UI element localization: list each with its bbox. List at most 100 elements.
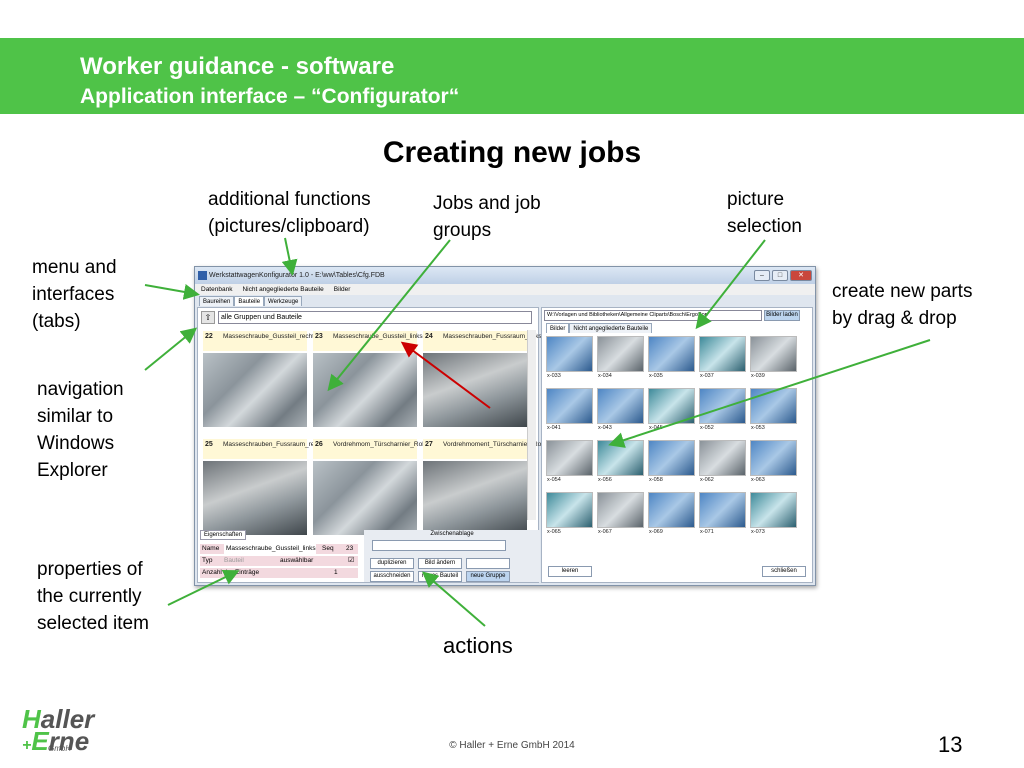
new-group-button[interactable]: neue Gruppe (466, 571, 510, 582)
load-pictures-button[interactable]: Bilder laden (764, 310, 800, 321)
picture-thumbnail[interactable]: x-045 (648, 388, 695, 432)
thumbnail-label: x-045 (649, 425, 663, 431)
thumbnail-image (648, 440, 695, 476)
picture-thumbnail[interactable]: x-039 (750, 336, 797, 380)
prop-seq-field[interactable]: 23 (346, 545, 354, 552)
picture-thumbnail[interactable]: x-073 (750, 492, 797, 536)
tab-unassigned-parts[interactable]: Nicht angegliederte Bauteile (569, 323, 653, 333)
thumbnail-label: x-054 (547, 477, 561, 483)
thumbnail-label: x-069 (649, 529, 663, 535)
thumbnail-label: x-037 (700, 373, 714, 379)
header-subtitle: Application interface – “Configurator“ (80, 85, 460, 108)
new-part-button[interactable]: neues Bauteil (418, 571, 462, 582)
picture-thumbnail[interactable]: x-058 (648, 440, 695, 484)
company-logo: Haller+Erne (22, 704, 95, 756)
picture-thumbnail[interactable]: x-065 (546, 492, 593, 536)
path-input[interactable]: alle Gruppen und Bauteile (218, 311, 532, 324)
job-cell[interactable]: 23 Masseschraube_Gussteil_links (313, 331, 423, 427)
picture-thumbnail[interactable]: x-041 (546, 388, 593, 432)
thumbnail-label: x-039 (751, 373, 765, 379)
tab-baureihen[interactable]: Baureihen (199, 296, 235, 306)
close-pane-button[interactable]: schließen (762, 566, 806, 577)
annotation-picture-selection: picture selection (727, 189, 802, 237)
tab-werkzeuge[interactable]: Werkzeuge (264, 296, 303, 306)
thumbnail-label: x-071 (700, 529, 714, 535)
job-image (423, 461, 527, 535)
job-number: 22 (205, 333, 213, 340)
arrow-line (144, 327, 198, 371)
picture-thumbnail[interactable]: x-037 (699, 336, 746, 380)
picture-thumbnail[interactable]: x-069 (648, 492, 695, 536)
tab-bauteile[interactable]: Bauteile (234, 296, 265, 306)
minimize-button[interactable]: – (754, 270, 770, 281)
picture-thumbnail[interactable]: x-063 (750, 440, 797, 484)
job-number: 26 (315, 441, 323, 448)
header-title: Worker guidance - software (80, 53, 395, 80)
job-image (313, 353, 417, 427)
job-number: 23 (315, 333, 323, 340)
picture-thumbnail[interactable]: x-053 (750, 388, 797, 432)
clipboard-field[interactable] (372, 540, 506, 551)
picture-pane: W:\Vorlagen und Bibliotheken\Allgemeine … (541, 307, 813, 583)
window-titlebar[interactable]: WerkstattwagenKonfigurator 1.0 - E:\ww\T… (195, 267, 815, 284)
picture-thumbnail[interactable]: x-067 (597, 492, 644, 536)
thumbnail-label: x-033 (547, 373, 561, 379)
slide-title: Creating new jobs (382, 136, 642, 169)
arrow-line (144, 284, 200, 300)
maximize-button[interactable]: □ (772, 270, 788, 281)
job-image (203, 353, 307, 427)
prop-name-label: Name (202, 545, 220, 552)
tab-eigenschaften[interactable]: Eigenschaften (200, 530, 247, 540)
picture-thumbnail[interactable]: x-043 (597, 388, 644, 432)
picture-thumbnail[interactable]: x-033 (546, 336, 593, 380)
prop-name-field[interactable]: Masseschraube_Gussteil_links (224, 544, 316, 554)
picture-thumbnail[interactable]: x-054 (546, 440, 593, 484)
checkbox-icon[interactable]: ☑ (348, 557, 355, 564)
job-image (203, 461, 307, 535)
job-label: Vordrehmoment_Türscharnier_Rob_r (443, 441, 551, 448)
prop-type-option: auswählbar (280, 557, 314, 564)
thumbnail-label: x-052 (700, 425, 714, 431)
grid-scrollbar[interactable] (527, 330, 536, 520)
thumbnail-label: x-058 (649, 477, 663, 483)
job-cell[interactable]: 27 Vordrehmoment_Türscharnier_Rob_r (423, 439, 551, 535)
picture-thumbnail[interactable]: x-056 (597, 440, 644, 484)
thumbnail-label: x-062 (700, 477, 714, 483)
tab-bilder[interactable]: Bilder (546, 323, 570, 333)
picture-tabs: Bilder Nicht angegliederte Bauteile (546, 323, 653, 333)
job-number: 27 (425, 441, 433, 448)
picture-path-input[interactable]: W:\Vorlagen und Bibliotheken\Allgemeine … (544, 310, 762, 321)
thumbnail-image (699, 440, 746, 476)
prop-type-label: Typ (202, 557, 213, 564)
thumbnail-image (750, 336, 797, 372)
thumbnail-image (546, 492, 593, 528)
job-label: Masseschraube_Gussteil_links (333, 333, 423, 340)
empty-button[interactable] (466, 558, 510, 569)
cut-button[interactable]: ausschneiden (370, 571, 414, 582)
app-window: WerkstattwagenKonfigurator 1.0 - E:\ww\T… (194, 266, 816, 586)
picture-thumbnail[interactable]: x-034 (597, 336, 644, 380)
picture-thumbnail[interactable]: x-071 (699, 492, 746, 536)
thumbnail-label: x-034 (598, 373, 612, 379)
thumbnail-image (699, 388, 746, 424)
close-button[interactable]: ✕ (790, 270, 812, 281)
change-image-button[interactable]: Bild ändern (418, 558, 462, 569)
thumbnail-label: x-035 (649, 373, 663, 379)
menu-item-datenbank[interactable]: Datenbank (201, 286, 233, 293)
thumbnail-image (648, 492, 695, 528)
picture-thumbnail[interactable]: x-062 (699, 440, 746, 484)
prop-count-value: 1 (334, 569, 338, 576)
duplicate-button[interactable]: duplizieren (370, 558, 414, 569)
back-icon[interactable]: ⇧ (201, 311, 215, 324)
picture-thumbnail[interactable]: x-035 (648, 336, 695, 380)
prop-type-field[interactable]: Bauteil (224, 557, 244, 564)
menu-item-bilder[interactable]: Bilder (333, 286, 351, 293)
menu-item-parts[interactable]: Nicht angegliederte Bauteile (242, 286, 324, 293)
clear-button[interactable]: leeren (548, 566, 592, 577)
page-number: 13 (938, 732, 963, 757)
picture-thumbnail[interactable]: x-052 (699, 388, 746, 432)
